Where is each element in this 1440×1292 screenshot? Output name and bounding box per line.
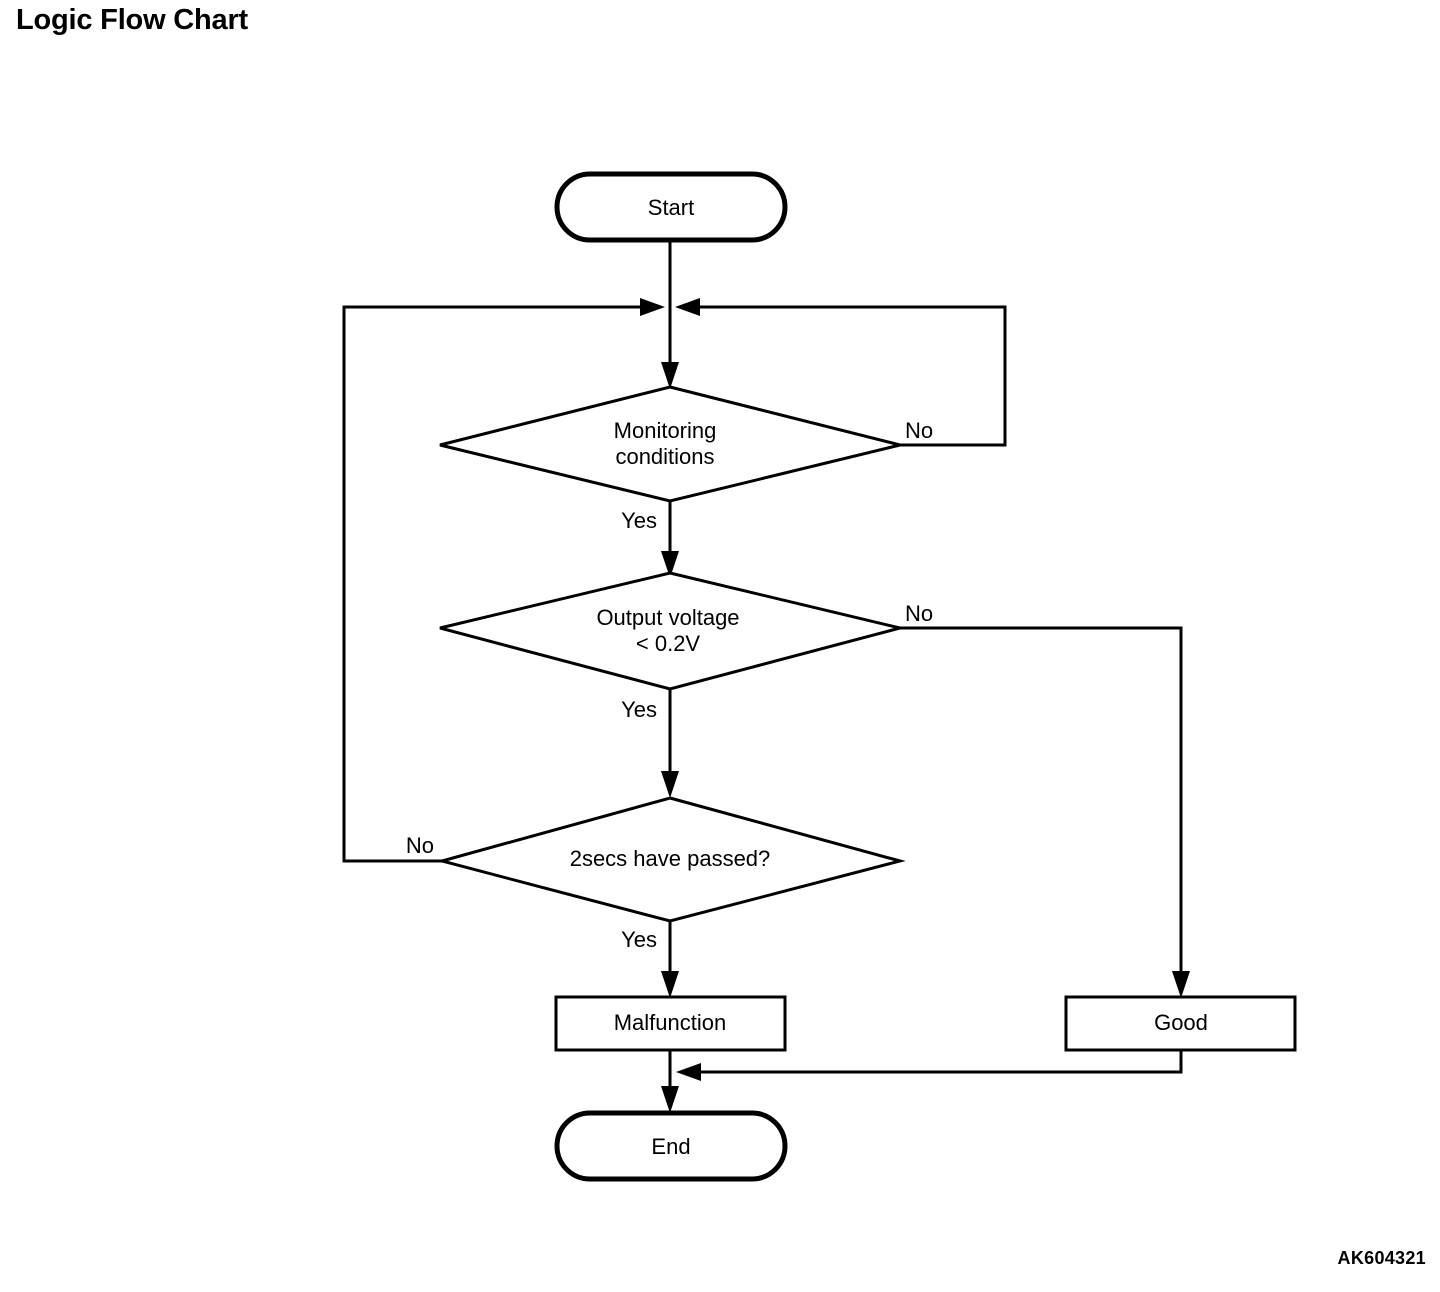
voltage-label-line2: < 0.2V <box>636 631 701 656</box>
node-monitoring-conditions[interactable]: Monitoring conditions <box>439 385 901 503</box>
good-label: Good <box>1154 1010 1208 1035</box>
malfunction-shape <box>554 995 787 1052</box>
node-output-voltage[interactable]: Output voltage < 0.2V <box>439 571 901 691</box>
end-shape <box>554 1110 788 1182</box>
arrow-head-to-end <box>661 1086 679 1113</box>
arrow-head-junction-left <box>640 298 665 316</box>
timer-no-label: No <box>406 833 434 858</box>
end-label: End <box>651 1134 690 1159</box>
timer-yes-label: Yes <box>621 927 657 952</box>
start-label: Start <box>648 195 694 220</box>
monitoring-label-line1: Monitoring <box>614 418 717 443</box>
monitoring-no-label: No <box>905 418 933 443</box>
edge-monitoring-no-loop <box>692 305 1007 447</box>
arrow-head-to-monitoring <box>661 362 679 389</box>
edge-voltage-no <box>900 626 1183 990</box>
node-malfunction[interactable]: Malfunction <box>554 995 787 1052</box>
timer-label: 2secs have passed? <box>570 846 771 871</box>
voltage-label-line1: Output voltage <box>596 605 739 630</box>
diagram-reference-code: AK604321 <box>1337 1248 1426 1268</box>
start-shape <box>554 171 788 243</box>
edge-good-to-end <box>693 1050 1183 1074</box>
node-end[interactable]: End <box>554 1110 788 1182</box>
arrow-head-to-voltage <box>661 551 679 578</box>
arrow-head-to-timer <box>661 771 679 798</box>
voltage-yes-label: Yes <box>621 697 657 722</box>
edge-timer-no-loop <box>342 305 648 863</box>
good-shape <box>1064 995 1297 1052</box>
monitoring-shape <box>439 385 901 503</box>
monitoring-yes-label: Yes <box>621 508 657 533</box>
monitoring-label-line2: conditions <box>615 444 714 469</box>
page-title: Logic Flow Chart <box>16 4 249 36</box>
timer-shape <box>436 796 906 923</box>
arrow-head-good-return <box>676 1063 701 1081</box>
node-start[interactable]: Start <box>554 171 788 243</box>
arrow-head-to-malfunction <box>661 971 679 998</box>
node-timer-check[interactable]: 2secs have passed? <box>436 796 906 923</box>
voltage-shape <box>439 571 901 691</box>
voltage-no-label: No <box>905 601 933 626</box>
malfunction-label: Malfunction <box>614 1010 727 1035</box>
arrow-head-to-good <box>1172 971 1190 998</box>
node-good[interactable]: Good <box>1064 995 1297 1052</box>
arrow-head-junction-right <box>675 298 700 316</box>
